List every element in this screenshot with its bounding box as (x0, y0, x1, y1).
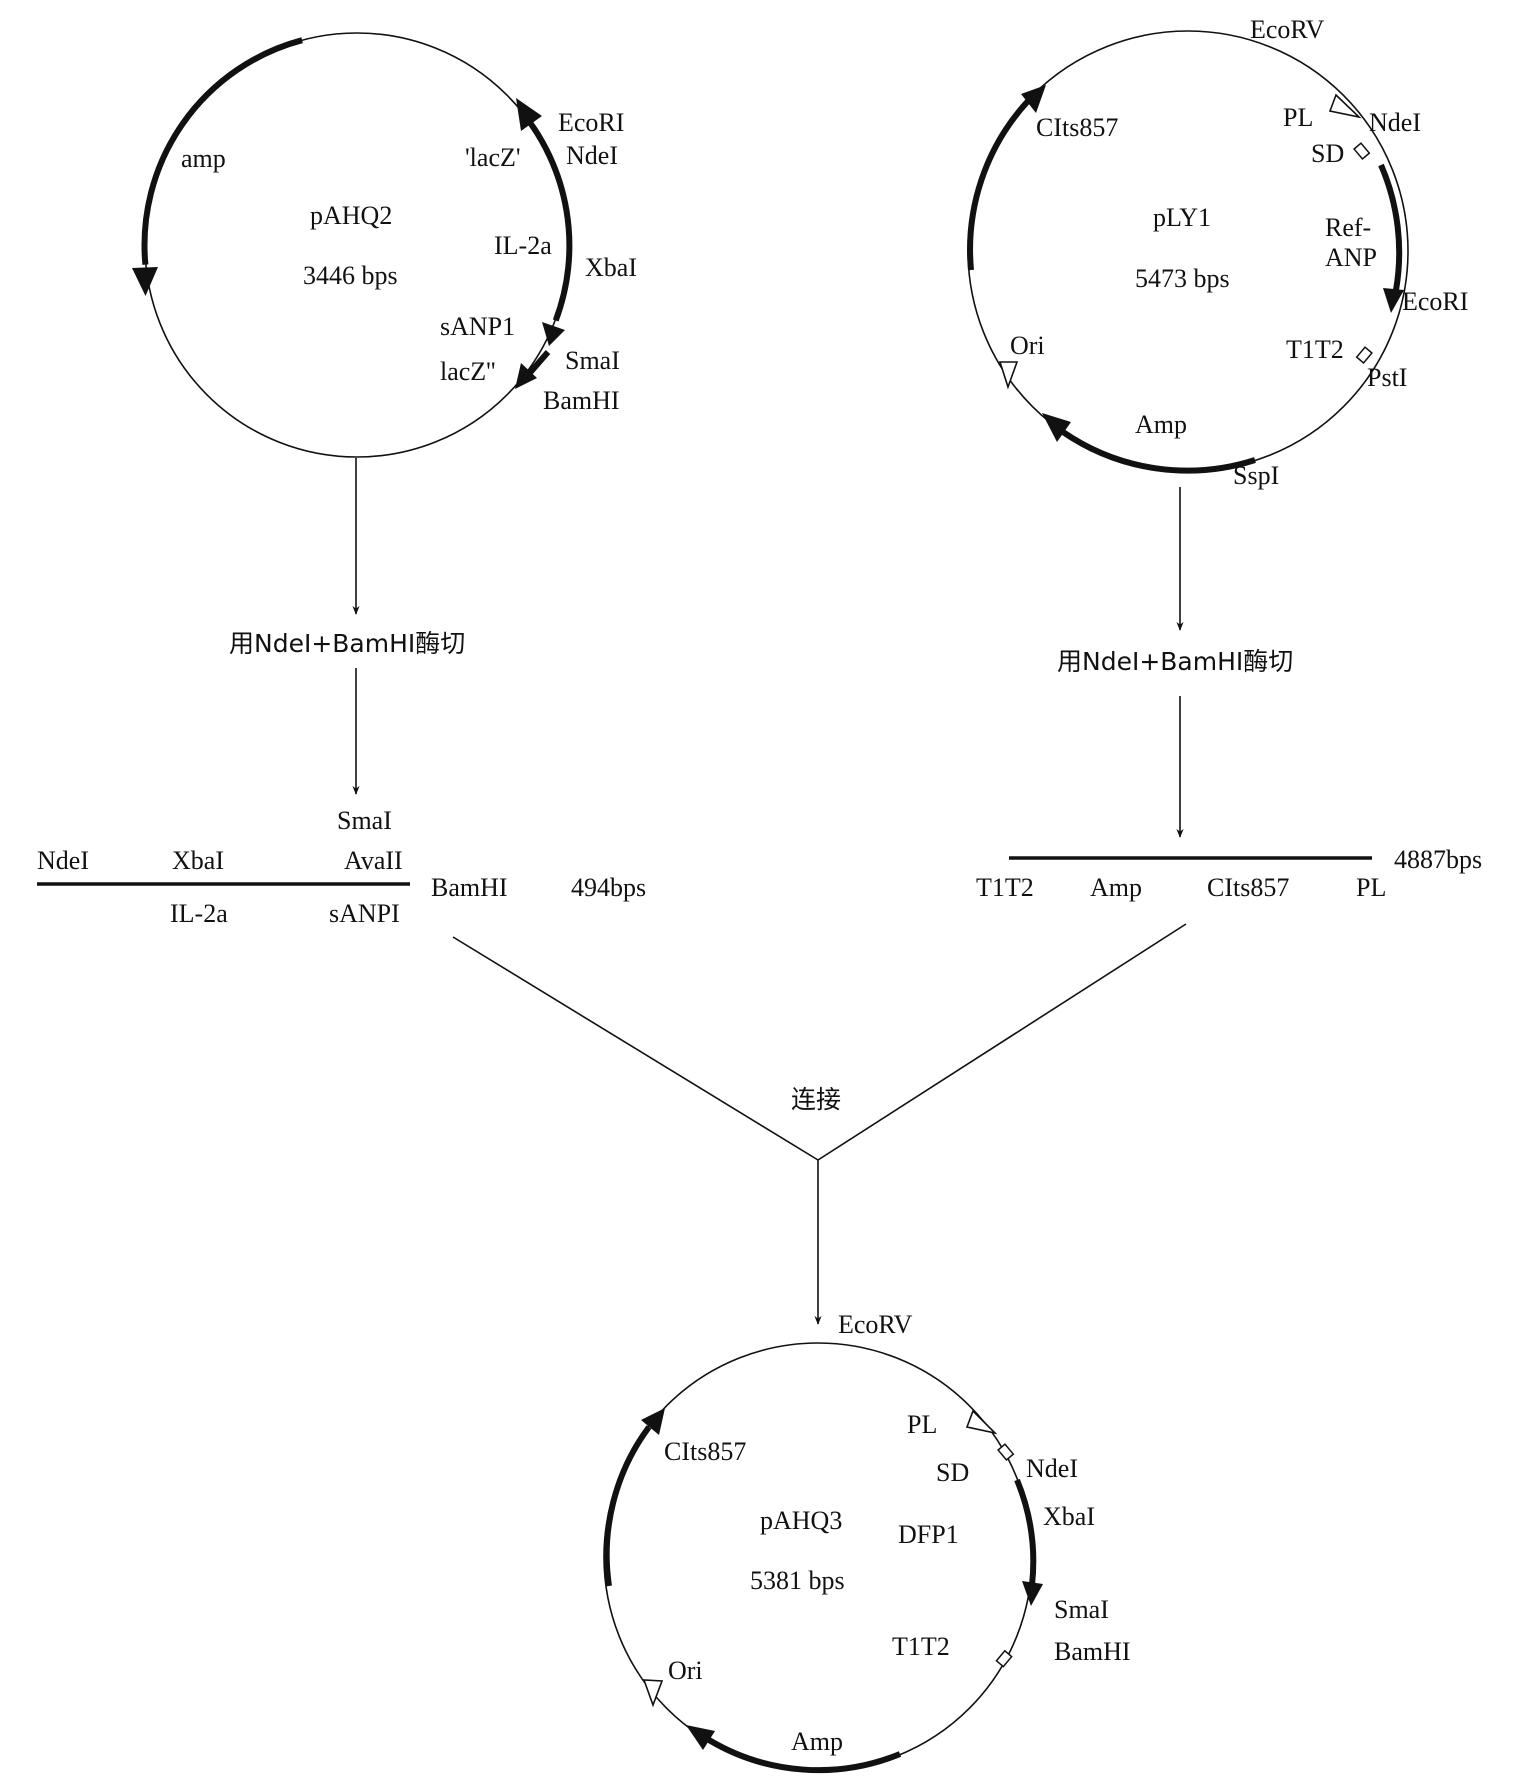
pahq3-backbone-circle (603, 1342, 1033, 1772)
pahq3-amp-arrowhead (686, 1725, 715, 1750)
ply1-ecori-label: EcoRI (1402, 287, 1468, 316)
fragment-494-il2a: IL-2a (170, 899, 228, 928)
pahq3-insert-arc (1014, 1478, 1037, 1586)
ply1-ndei-label: NdeI (1369, 108, 1421, 137)
fragment-4887-t1t2: T1T2 (976, 873, 1034, 902)
pahq2-ndei-label: NdeI (566, 141, 618, 170)
fragment-4887-amp: Amp (1090, 873, 1142, 902)
plasmid-pahq3: EcoRV CIts857 PL SD NdeI pAHQ3 XbaI DFP1… (603, 1310, 1131, 1774)
pahq3-ecorv-label: EcoRV (838, 1310, 913, 1339)
pahq3-clts-arrowhead (641, 1408, 665, 1435)
pahq2-amp-label: amp (181, 144, 226, 173)
fragment-4887-pl: PL (1356, 873, 1386, 902)
pahq3-smai-label: SmaI (1054, 1595, 1109, 1624)
pahq2-name: pAHQ2 (310, 201, 392, 230)
ply1-ecorv-label: EcoRV (1250, 15, 1325, 44)
fragment-494-ndei: NdeI (37, 846, 89, 875)
pahq3-sd-label: SD (936, 1458, 969, 1487)
pahq3-ori-label: Ori (668, 1656, 703, 1685)
ply1-ref-anp-arc (1378, 163, 1403, 291)
ply1-sd-marker (1353, 142, 1371, 160)
ligation-label: 连接 (791, 1085, 841, 1114)
pahq2-lacz-segment (525, 350, 551, 377)
pahq3-pl-promoter-marker (965, 1409, 998, 1435)
ply1-t1t2-marker (1355, 346, 1373, 364)
pahq2-lacz-arrowhead (515, 363, 537, 389)
fragment-494-sanpi: sANPI (329, 899, 400, 928)
ply1-amp-arc (1061, 429, 1256, 474)
pahq3-dfp1-label: DFP1 (898, 1520, 959, 1549)
pahq3-pl-label: PL (907, 1410, 937, 1439)
ply1-ori-label: Ori (1010, 331, 1045, 360)
fragment-494-bamhi: BamHI (431, 873, 508, 902)
pahq2-amp-gene-arc (141, 37, 303, 265)
pahq3-clts-arc (603, 1425, 652, 1587)
pahq2-il2a-label: IL-2a (494, 231, 552, 260)
pahq3-t1t2-marker (995, 1649, 1013, 1668)
ply1-sd-label: SD (1311, 139, 1344, 168)
plasmid-ply1: EcoRV CIts857 PL NdeI SD pLY1 5473 bps R… (967, 15, 1468, 490)
pahq3-amp-arc (707, 1737, 902, 1774)
fragment-494-size: 494bps (571, 873, 646, 902)
pahq3-clts-label: CIts857 (664, 1437, 746, 1466)
ply1-ref-anp-arrowhead (1383, 288, 1404, 313)
pahq2-insert-arc-upper (517, 107, 573, 322)
pahq3-size: 5381 bps (750, 1566, 845, 1595)
ligation-line-right (817, 923, 1187, 1161)
pahq3-insert-arrowhead (1022, 1581, 1043, 1606)
pahq2-sanp1-label: sANP1 (440, 312, 515, 341)
ply1-size: 5473 bps (1135, 264, 1230, 293)
ply1-name: pLY1 (1153, 203, 1211, 232)
pahq3-name: pAHQ3 (760, 1506, 842, 1535)
pahq3-ori-marker (642, 1679, 664, 1708)
ply1-t1t2-label: T1T2 (1286, 335, 1344, 364)
pahq3-sd-marker (997, 1443, 1015, 1461)
fragment-4887bps: 4887bps T1T2 Amp CIts857 PL (976, 845, 1482, 902)
pahq2-lacz-prime-label: 'lacZ' (465, 143, 521, 172)
fragment-494-avaii: AvaII (344, 846, 403, 875)
pahq2-digest-label: 用NdeI+BamHI酶切 (229, 629, 465, 658)
ply1-ref-label: Ref- (1325, 213, 1371, 242)
pahq3-bamhi-label: BamHI (1054, 1637, 1131, 1666)
pahq2-size: 3446 bps (303, 261, 398, 290)
fragment-4887-clts: CIts857 (1207, 873, 1289, 902)
pahq2-amp-arrowhead (132, 267, 158, 296)
pahq2-smai-label: SmaI (565, 346, 620, 375)
ply1-psti-label: PstI (1367, 363, 1407, 392)
ply1-sspi-label: SspI (1233, 461, 1279, 490)
ply1-anp-label: ANP (1325, 243, 1377, 272)
fragment-494-xbai: XbaI (172, 846, 224, 875)
pahq3-t1t2-label: T1T2 (892, 1632, 950, 1661)
ply1-pl-label: PL (1283, 103, 1313, 132)
ply1-clts-arc (967, 98, 1031, 271)
pahq3-ndei-label: NdeI (1026, 1454, 1078, 1483)
pahq2-lacz-double-prime-label: lacZ'' (440, 357, 496, 386)
fragment-4887-size: 4887bps (1394, 845, 1482, 874)
pahq2-xbai-label: XbaI (585, 253, 637, 282)
pahq2-insert-arrowhead-up (516, 98, 542, 131)
ply1-digest-label: 用NdeI+BamHI酶切 (1057, 647, 1293, 676)
ply1-ori-marker (998, 361, 1019, 390)
ply1-pl-promoter-marker (1328, 93, 1362, 119)
plasmid-pahq2: amp pAHQ2 3446 bps EcoRI NdeI 'lacZ' IL-… (132, 32, 637, 458)
ply1-clts-label: CIts857 (1036, 113, 1118, 142)
pahq2-bamhi-label: BamHI (543, 386, 620, 415)
fragment-494-smai: SmaI (337, 806, 392, 835)
pahq3-xbai-label: XbaI (1043, 1502, 1095, 1531)
ply1-amp-arrowhead (1042, 413, 1071, 442)
ligation-line-left (452, 936, 819, 1161)
ply1-clts-arrowhead (1021, 85, 1046, 113)
pahq3-amp-label: Amp (791, 1727, 843, 1756)
pahq2-insert-arrowhead-down (542, 322, 565, 346)
fragment-494bps: NdeI XbaI SmaI AvaII IL-2a sANPI BamHI 4… (37, 806, 646, 928)
pahq2-ecori-label: EcoRI (558, 108, 624, 137)
ply1-amp-label: Amp (1135, 410, 1187, 439)
